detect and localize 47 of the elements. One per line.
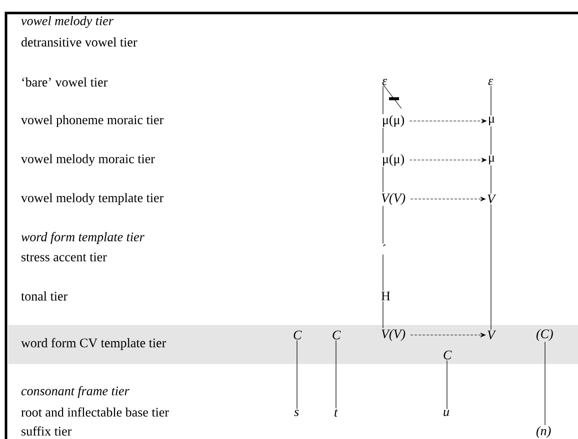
- tier-label: stress accent tier: [22, 252, 107, 262]
- association-line: [296, 340, 298, 410]
- association-line: [490, 165, 492, 194]
- tier-symbol: ε: [488, 78, 494, 86]
- tier-symbol: ε: [382, 78, 388, 86]
- association-line: [382, 254, 384, 292]
- tier-symbol: V: [488, 330, 496, 340]
- association-line: [446, 360, 448, 410]
- tier-label: consonant frame tier: [21, 386, 130, 398]
- association-line: [382, 166, 384, 192]
- tier-label: detransitive vowel tier: [21, 37, 138, 47]
- tier-label: suffix tier: [22, 426, 72, 436]
- tier-symbol: μ(μ): [383, 115, 404, 127]
- tier-symbol: μ: [489, 156, 494, 164]
- tier-label: vowel melody tier: [21, 16, 114, 28]
- association-line: [490, 126, 492, 155]
- tier-label: word form CV template tier: [21, 338, 166, 350]
- tier-label: tonal tier: [21, 291, 68, 301]
- tier-label: root and inflectable base tier: [21, 407, 169, 417]
- tier-symbol: s: [294, 410, 299, 416]
- tier-symbol: t: [334, 409, 338, 417]
- tier-label: vowel melody template tier: [21, 193, 164, 205]
- tier-label: word form template tier: [21, 232, 144, 244]
- tier-symbol: u: [444, 410, 450, 416]
- association-line: [382, 300, 384, 328]
- tier-symbol: H: [381, 292, 390, 300]
- tier-symbol: V: [488, 194, 496, 204]
- tier-symbol: μ: [489, 116, 494, 126]
- tier-symbol: (C): [536, 329, 553, 341]
- tier-symbol: V(V): [382, 193, 406, 205]
- association-line: [382, 128, 384, 154]
- tier-label: ‘bare’ vowel tier: [22, 77, 108, 87]
- tier-symbol: μ(μ): [383, 154, 404, 166]
- tier-symbol: (n): [536, 426, 551, 438]
- tier-symbol: C: [444, 350, 452, 360]
- tier-label: vowel melody moraic tier: [21, 154, 155, 166]
- association-line: [544, 342, 546, 426]
- tier-label: vowel phoneme moraic tier: [21, 115, 164, 127]
- tier-symbol: C: [332, 330, 341, 340]
- association-line: [490, 204, 492, 330]
- delinked-line: [383, 84, 402, 109]
- tier-symbol: ´: [383, 244, 386, 246]
- tier-symbol: C: [294, 330, 302, 340]
- association-line: [382, 206, 384, 244]
- association-line: [382, 86, 384, 114]
- tier-symbol: V(V): [382, 329, 406, 341]
- association-line: [490, 86, 492, 116]
